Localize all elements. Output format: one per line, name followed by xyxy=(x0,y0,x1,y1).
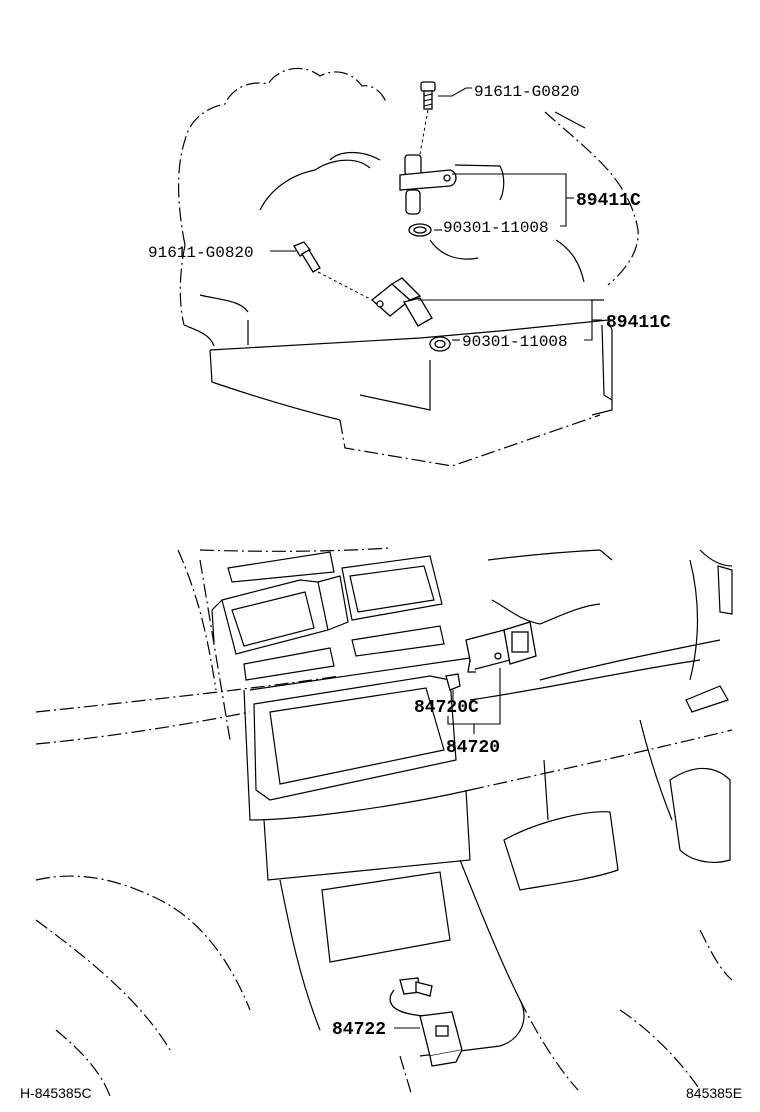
relay-84720 xyxy=(465,621,537,673)
footer-left-code: H-845385C xyxy=(20,1085,92,1101)
top-leaders xyxy=(270,87,602,341)
label-sensor-upper: 89411C xyxy=(576,191,641,211)
sensor-upper xyxy=(399,154,457,215)
bolt-upper xyxy=(417,81,436,166)
bolt-lower xyxy=(293,241,373,301)
label-sensor-lower: 89411C xyxy=(606,313,671,333)
label-oring-lower: 90301-11008 xyxy=(462,333,568,351)
oring-lower xyxy=(429,336,451,352)
label-bolt-upper: 91611-G0820 xyxy=(474,83,580,101)
bottom-leaders xyxy=(394,668,501,1029)
label-relay-main: 84720 xyxy=(446,738,500,758)
label-oring-upper: 90301-11008 xyxy=(443,219,549,237)
transmission-housing xyxy=(177,67,639,467)
oring-upper xyxy=(408,223,432,237)
switch-84722 xyxy=(389,977,463,1067)
dashboard-outline xyxy=(35,547,733,1097)
label-relay-sub: 84720C xyxy=(414,698,479,718)
label-switch: 84722 xyxy=(332,1020,386,1040)
label-bolt-lower: 91611-G0820 xyxy=(148,244,254,262)
relay-clip-84720c xyxy=(445,673,461,698)
sensor-lower xyxy=(370,277,433,327)
footer-right-code: 845385E xyxy=(686,1085,742,1101)
